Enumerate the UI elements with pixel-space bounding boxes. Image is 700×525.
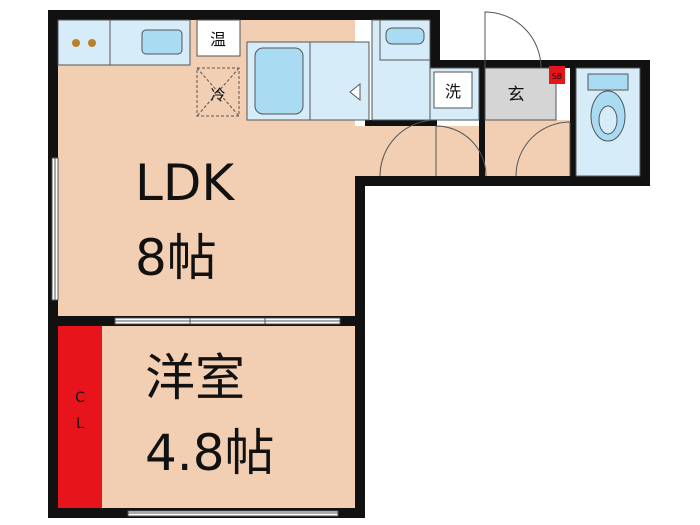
water-heater-label: 温 bbox=[210, 30, 226, 49]
fridge-label: 冷 bbox=[210, 86, 225, 104]
western-size-label: 4.8帖 bbox=[145, 424, 275, 482]
washer-pan bbox=[433, 71, 473, 109]
western-floor bbox=[58, 326, 355, 508]
stove-burner-icon bbox=[88, 39, 96, 47]
closet bbox=[58, 326, 102, 508]
ldk-size-label: 8帖 bbox=[135, 229, 217, 287]
ldk-name-label: LDK bbox=[135, 154, 235, 212]
entrance-floor bbox=[484, 67, 557, 121]
toilet-tank-icon bbox=[587, 73, 629, 91]
water-heater-box bbox=[196, 19, 241, 57]
meter-box bbox=[549, 66, 565, 84]
stove-burner-icon bbox=[72, 39, 80, 47]
ldk-corridor-floor bbox=[355, 126, 479, 176]
western-name-label: 洋室 bbox=[145, 349, 245, 407]
door-swings bbox=[368, 11, 571, 177]
shower-drain-icon bbox=[349, 82, 361, 102]
entrance-label: 玄 bbox=[508, 85, 525, 105]
windows bbox=[51, 157, 339, 517]
hall-door-icon bbox=[435, 125, 487, 177]
sink-icon bbox=[141, 29, 183, 55]
washer-label: 洗 bbox=[445, 82, 461, 101]
bathtub-icon bbox=[254, 47, 304, 115]
fridge-space bbox=[196, 67, 240, 117]
closet-label-l: L bbox=[76, 416, 84, 432]
washroom-door-icon bbox=[379, 119, 437, 177]
toilet-door-icon bbox=[515, 121, 571, 177]
vanity-basin-icon bbox=[385, 27, 425, 45]
hall-floor bbox=[485, 120, 570, 176]
entry-door-icon bbox=[484, 11, 542, 69]
closet-label-c: C bbox=[75, 390, 85, 406]
meter-box-label: SB bbox=[552, 72, 563, 81]
